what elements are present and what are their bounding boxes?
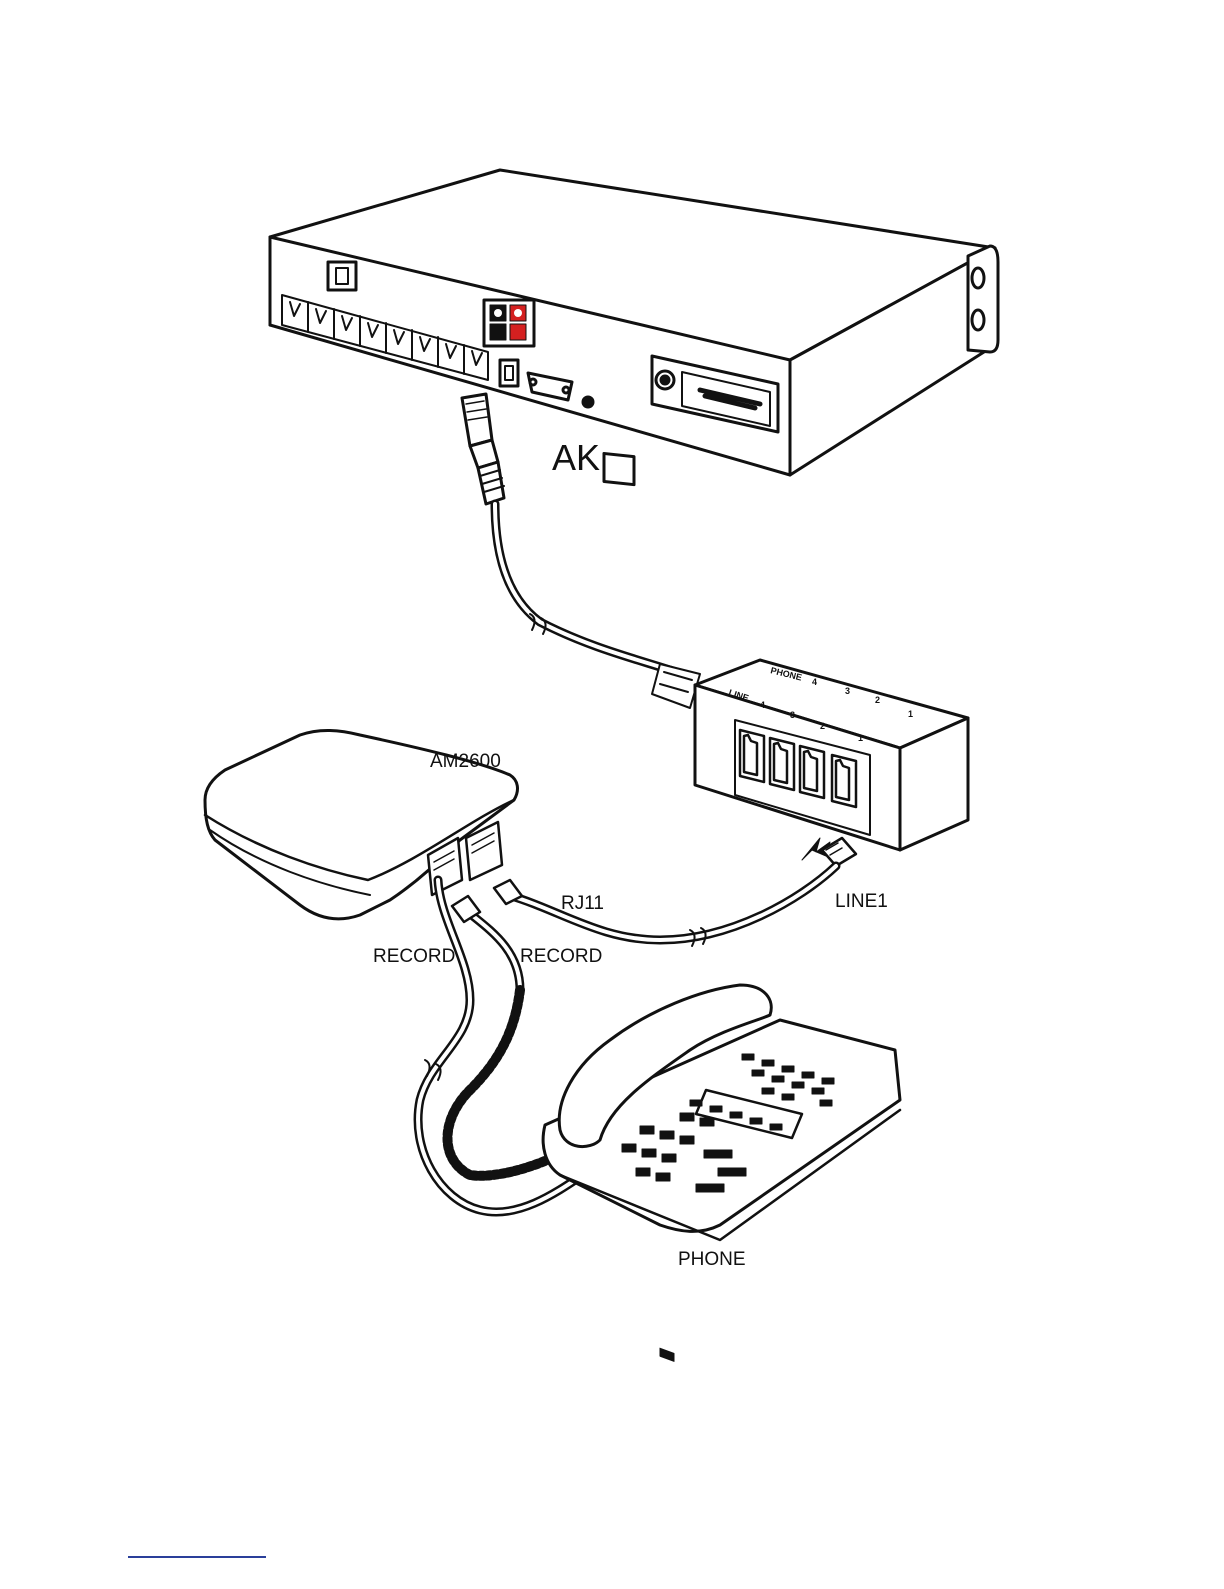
ak-label: AK — [552, 437, 600, 478]
power-switch — [328, 262, 356, 290]
record-left-label: RECORD — [373, 946, 455, 967]
splitter-line-port-4: 4 — [760, 700, 765, 710]
ak-mount-ear — [968, 246, 998, 352]
rj11-label: RJ11 — [561, 893, 604, 914]
ak-audio-jacks — [484, 300, 534, 346]
record-cable-right — [468, 912, 520, 990]
line1-plug — [822, 838, 856, 866]
telephone — [543, 985, 900, 1361]
cable-strain-relief — [652, 664, 700, 708]
ak-status-led — [583, 397, 593, 407]
ak-dc-jack — [500, 360, 518, 386]
trunk-cable — [495, 504, 676, 672]
splitter-phone-port-3: 3 — [845, 686, 850, 696]
splitter-phone-port-1: 1 — [908, 709, 913, 719]
ak-device — [270, 170, 998, 485]
splitter-line-port-3: 3 — [790, 710, 795, 720]
rj45-plug — [462, 394, 504, 504]
record-right-label: RECORD — [520, 946, 602, 967]
splitter-line-port-2: 2 — [820, 721, 825, 731]
splitter-line-port-1: 1 — [858, 733, 863, 743]
am2600-label: AM2600 — [430, 751, 501, 772]
splitter-phone-port-2: 2 — [875, 695, 880, 705]
footer-link-underline — [128, 1556, 266, 1558]
phone-label: PHONE — [678, 1249, 746, 1270]
splitter-phone-port-4: 4 — [812, 677, 817, 687]
ak-lan-port — [604, 453, 634, 484]
line1-label: LINE1 — [835, 891, 888, 912]
